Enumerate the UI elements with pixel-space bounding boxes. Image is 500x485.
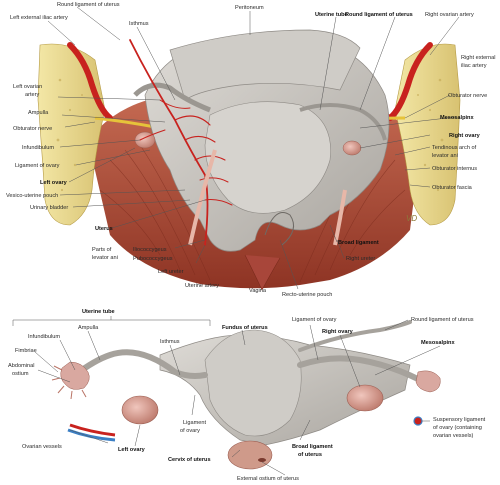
label-uterus-top: Uterus [95, 226, 113, 232]
label-right-ovary-bottom: Right ovary [322, 329, 354, 335]
left-ovary-bottom [121, 395, 159, 425]
label-suspensory-1: Suspensory ligament [433, 417, 486, 423]
label-left-ovarian-artery-2: artery [25, 92, 40, 98]
label-round-ligament-top: Round ligament of uterus [57, 2, 120, 8]
external-ostium [258, 458, 266, 462]
top-leader-lines [47, 6, 460, 290]
label-obturator-fascia: Obturator fascia [432, 185, 473, 191]
label-left-ovary-top: Left ovary [40, 180, 68, 186]
label-left-ovary-bottom: Left ovary [118, 447, 146, 453]
label-obturator-nerve-right: Obturator nerve [448, 93, 487, 99]
top-labels: Round ligament of uterus Left external i… [6, 2, 496, 298]
label-urinary-bladder: Urinary bladder [30, 205, 68, 211]
label-pubococcygeus: Pubococcygeus [133, 256, 173, 262]
watermark: VD [406, 214, 417, 223]
label-isthmus-top: Isthmus [129, 21, 149, 27]
label-right-ext-iliac-1: Right external [461, 55, 496, 61]
label-right-ureter: Right ureter [346, 256, 375, 262]
left-fimbriae [60, 361, 90, 390]
label-left-external-iliac-artery: Left external iliac artery [10, 15, 68, 21]
cervix-bottom [227, 440, 273, 470]
right-ureter [333, 189, 347, 246]
label-broad-ligament-bottom-1: Broad ligament [292, 444, 333, 450]
label-obturator-nerve-left: Obturator nerve [13, 126, 52, 132]
label-tendinous-arch-2: levator ani [432, 153, 458, 159]
label-ligament-of-ovary-bottom: Ligament of ovary [292, 317, 337, 323]
label-parts-levator-2: levator ani [92, 255, 118, 261]
label-tendinous-arch-1: Tendinous arch of [432, 145, 477, 151]
label-external-ostium: External ostium of uterus [237, 476, 299, 482]
label-cervix: Cervix of uterus [168, 457, 211, 463]
label-suspensory-3: ovarian vessels) [433, 433, 474, 439]
left-uterine-tube-bottom [72, 349, 208, 379]
label-peritoneum: Peritoneum [235, 5, 264, 11]
label-round-ligament-right: Round ligament of uterus [345, 12, 413, 18]
left-uterine-tube-top [133, 82, 211, 113]
label-mesosalpinx-top: Mesosalpinx [440, 115, 474, 121]
label-vagina: Vagina [249, 288, 267, 294]
left-hip-bone [37, 43, 106, 226]
label-round-ligament-bottom: Round ligament of uterus [411, 317, 474, 323]
left-ovarian-vessels-artery [69, 423, 116, 437]
vagina [244, 254, 281, 291]
uterine-tube-bracket [12, 316, 211, 326]
label-ovarian-vessels: Ovarian vessels [22, 444, 62, 450]
label-vesico-uterine-pouch: Vesico-uterine pouch [6, 193, 58, 199]
uterus-body [204, 101, 331, 214]
label-broad-ligament-top: Broad ligament [338, 240, 379, 246]
left-ovarian-vessels-vein [67, 428, 116, 442]
label-mesosalpinx-bottom: Mesosalpinx [421, 340, 455, 346]
right-fimbriae [415, 370, 441, 393]
left-external-iliac-artery [67, 42, 113, 121]
right-uterine-tube-bottom [297, 355, 423, 383]
right-ovary-top [342, 140, 362, 156]
label-isthmus-bottom: Isthmus [160, 339, 180, 345]
label-infundibulum-bottom: Infundibulum [28, 334, 60, 340]
bottom-labels: Uterine tube Ligament of ovary Round lig… [8, 309, 486, 482]
peritoneum-flap [169, 29, 361, 101]
label-left-ovarian-artery-1: Left ovarian [13, 84, 42, 90]
label-ampulla-bottom: Ampulla [78, 325, 99, 331]
label-broad-ligament-bottom-2: of uterus [298, 452, 322, 458]
label-uterine-artery: Uterine artery [185, 283, 219, 289]
label-right-ovarian-artery: Right ovarian artery [425, 12, 474, 18]
label-abdominal-ostium-2: ostium [12, 371, 29, 377]
uterus-fundus-bottom [204, 329, 302, 437]
recto-uterine-curve [264, 212, 295, 246]
uterus-posterior-illustration [51, 320, 441, 470]
label-infundibulum-top: Infundibulum [22, 145, 54, 151]
label-suspensory-2: of ovary (containing [433, 425, 482, 431]
label-ligament-ovary-low-1: Ligament [183, 420, 206, 426]
label-ampulla-top: Ampulla [28, 110, 49, 116]
label-uterine-tube-bottom: Uterine tube [82, 309, 115, 315]
left-ureter [188, 149, 217, 246]
uterine-artery-branches [129, 39, 233, 246]
bottom-leader-lines [34, 319, 441, 476]
label-parts-levator-1: Parts of [92, 247, 112, 253]
bone-texture [56, 78, 444, 192]
right-hip-bone [394, 43, 461, 226]
right-ovarian-vessels [413, 416, 423, 426]
round-ligament-bottom [298, 320, 412, 352]
label-fimbriae: Fimbriae [15, 348, 37, 354]
label-ligament-ovary-low-2: of ovary [180, 428, 200, 434]
label-recto-uterine-pouch: Recto-uterine pouch [282, 292, 332, 298]
label-fundus: Fundus of uterus [222, 325, 268, 331]
right-external-iliac-artery [387, 42, 433, 121]
pelvis-illustration: VD [37, 29, 461, 291]
label-abdominal-ostium-1: Abdominal [8, 363, 34, 369]
label-right-ext-iliac-2: iliac artery [461, 63, 487, 69]
label-obturator-internus: Obturator internus [432, 166, 477, 172]
label-uterine-tube-top: Uterine tube [315, 12, 348, 18]
label-ligament-of-ovary-top: Ligament of ovary [15, 163, 60, 169]
label-right-ovary-top: Right ovary [449, 133, 481, 139]
label-iliococcygeus: Iliococcygeus [133, 247, 167, 253]
left-fimbriae-fringe [51, 365, 87, 400]
label-left-ureter: Left ureter [158, 269, 184, 275]
right-ovary-bottom [346, 384, 384, 412]
